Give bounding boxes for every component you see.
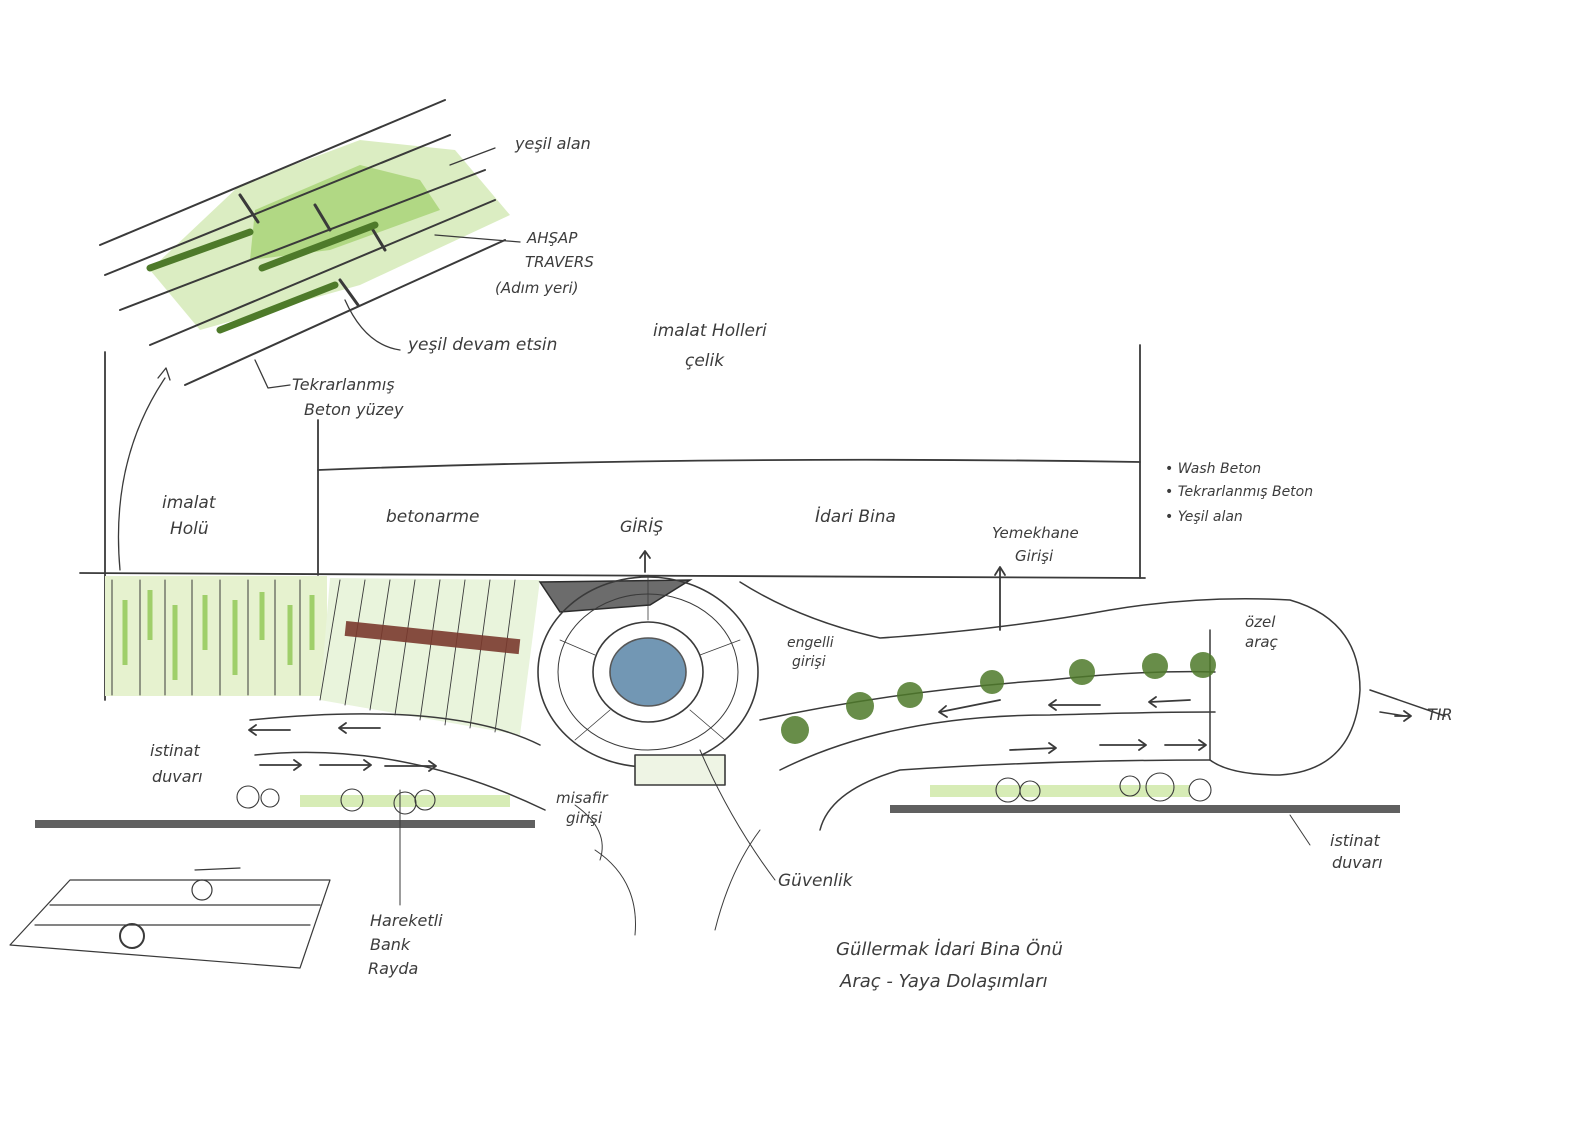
label-guest-2: girişi xyxy=(566,809,603,827)
leader-lines xyxy=(399,749,1311,936)
label-retaining-right-1: istinat xyxy=(1330,831,1380,850)
label-disabled-1: engelli xyxy=(787,635,834,651)
label-private-2: araç xyxy=(1245,633,1278,651)
security-booth xyxy=(634,754,726,786)
entrance-canopy xyxy=(538,579,693,613)
label-bench-2: Bank xyxy=(370,935,411,954)
roundabout xyxy=(537,574,759,786)
legend-item-green: • Yeşil alan xyxy=(1165,509,1243,525)
label-admin-building: İdari Bina xyxy=(815,507,896,527)
road-network xyxy=(249,581,1446,831)
label-production-hall-2: Holü xyxy=(170,519,209,539)
traffic-arrows xyxy=(248,550,1412,772)
legend-item-repeated-text: Tekrarlanmış Beton xyxy=(1177,484,1314,500)
label-timber-1: AHŞAP xyxy=(527,229,578,247)
label-timber-2: TRAVERS xyxy=(525,253,594,271)
label-bench-3: Rayda xyxy=(368,959,419,978)
trees xyxy=(236,652,1216,815)
legend-item-wash: • Wash Beton xyxy=(1165,461,1262,477)
label-production-hall-1: imalat xyxy=(162,493,216,513)
label-reinforced-concrete: betonarme xyxy=(386,507,480,527)
label-entrance: GİRİŞ xyxy=(620,517,664,536)
label-disabled-2: girişi xyxy=(792,654,826,670)
label-canteen-2: Girişi xyxy=(1015,547,1054,565)
label-bench-1: Hareketli xyxy=(370,911,443,930)
legend-item-wash-text: Wash Beton xyxy=(1177,461,1262,477)
caption-line-2: Araç - Yaya Dolaşımları xyxy=(840,971,1048,992)
moving-bench-sketch xyxy=(9,867,331,969)
label-green-continue: yeşil devam etsin xyxy=(408,335,558,355)
label-truck: TIR xyxy=(1427,705,1453,724)
label-security: Güvenlik xyxy=(778,871,853,891)
label-concrete-1: Tekrarlanmış xyxy=(292,375,395,394)
paving-strip-left xyxy=(105,576,327,696)
label-guest-1: misafir xyxy=(556,789,608,807)
label-retaining-right-2: duvarı xyxy=(1332,853,1383,872)
label-timber-3: (Adım yeri) xyxy=(495,279,579,297)
retaining-walls xyxy=(35,785,1400,828)
label-retaining-left-1: istinat xyxy=(150,741,200,760)
legend-item-repeated: • Tekrarlanmış Beton xyxy=(1165,484,1314,500)
paving-detail-sketch xyxy=(99,99,521,571)
label-retaining-left-2: duvarı xyxy=(152,767,203,786)
label-production-halls-2: çelik xyxy=(685,351,725,371)
building-outline xyxy=(79,344,1146,701)
legend-item-green-text: Yeşil alan xyxy=(1177,509,1243,525)
paving-strip-hatched xyxy=(319,578,540,735)
label-concrete-2: Beton yüzey xyxy=(304,400,404,419)
detail-green-fill-2 xyxy=(250,165,440,260)
label-private-1: özel xyxy=(1245,613,1276,631)
label-canteen-1: Yemekhane xyxy=(992,524,1079,542)
label-green-area: yeşil alan xyxy=(515,134,591,153)
moving-bench-rail xyxy=(344,620,521,655)
caption-line-1: Güllermak İdari Bina Önü xyxy=(836,939,1063,960)
label-production-halls-1: imalat Holleri xyxy=(653,321,767,341)
